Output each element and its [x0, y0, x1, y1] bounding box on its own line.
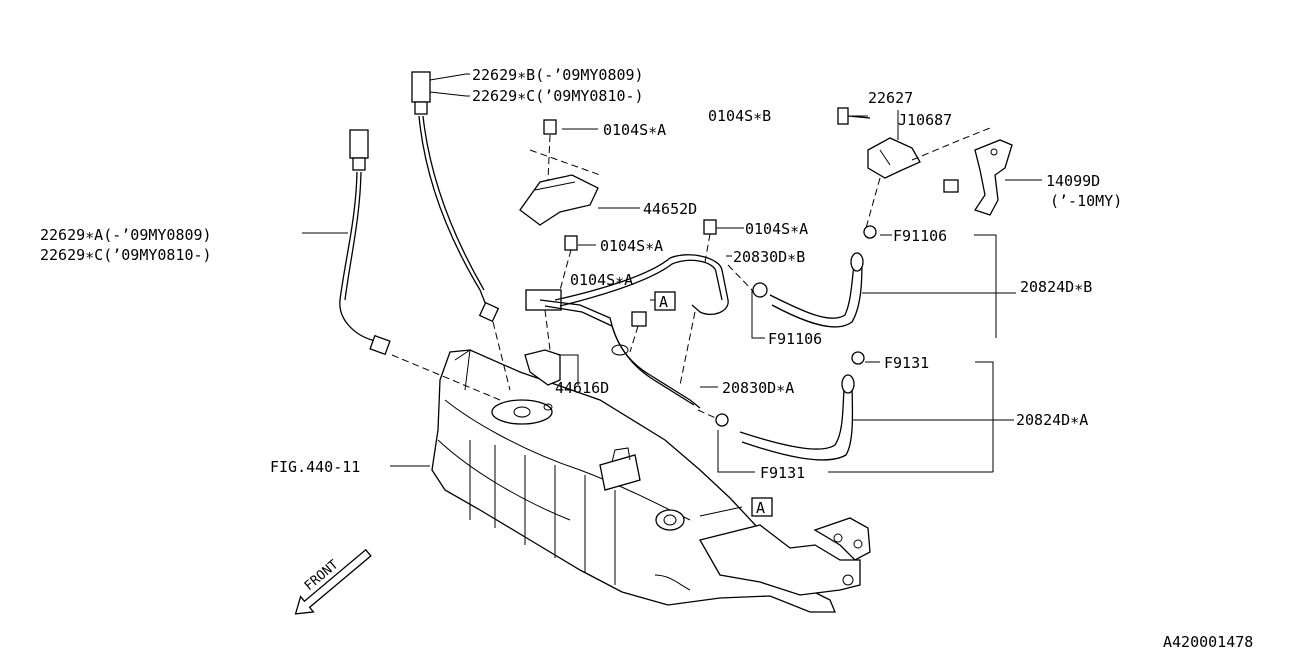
label-14099d-note: (’-10MY) — [1050, 192, 1122, 210]
bracket-44652d — [519, 119, 601, 226]
label-22629-c-top: 22629∗C(’09MY0810-) — [472, 87, 644, 105]
label-fig-ref: FIG.440-11 — [270, 458, 360, 476]
ref-a-2-label: A — [756, 499, 765, 517]
sensor-22627 — [837, 107, 991, 229]
label-20830d-b: 20830D∗B — [733, 248, 805, 266]
label-20830d-a: 20830D∗A — [722, 379, 794, 397]
label-j10687: J10687 — [898, 111, 952, 129]
label-22629-b: 22629∗B(-’09MY0809) — [472, 66, 644, 84]
hose-20824d-a — [715, 351, 865, 461]
label-0104s-a-mid2: 0104S∗A — [600, 237, 663, 255]
label-44652d: 44652D — [643, 200, 697, 218]
label-0104s-a-mid3: 0104S∗A — [570, 271, 633, 289]
label-f91106-top: F91106 — [893, 227, 947, 245]
label-f91106-bottom: F91106 — [768, 330, 822, 348]
sensor-22629-a — [339, 129, 501, 401]
label-20824d-a: 20824D∗A — [1016, 411, 1088, 429]
ref-box-a-2: A — [751, 497, 773, 517]
ref-box-a-1: A — [654, 291, 676, 311]
leader-lines — [302, 73, 1042, 517]
label-22627: 22627 — [868, 89, 913, 107]
front-arrow: FRONT — [294, 548, 372, 615]
muffler-assembly — [431, 348, 871, 613]
diagram-id: A420001478 — [1163, 633, 1253, 651]
pipe-20830d — [539, 254, 753, 421]
hose-20824d-b — [752, 225, 877, 328]
label-0104s-a-top: 0104S∗A — [603, 121, 666, 139]
bracket-44616d — [524, 289, 562, 386]
ref-a-1-label: A — [659, 293, 668, 311]
label-44616d: 44616D — [555, 379, 609, 397]
label-20824d-b: 20824D∗B — [1020, 278, 1092, 296]
label-0104s-a-mid1: 0104S∗A — [745, 220, 808, 238]
bracket-14099d — [943, 139, 1013, 216]
bolts — [559, 219, 717, 353]
sensor-22629-b — [411, 71, 511, 391]
label-0104s-b: 0104S∗B — [708, 107, 771, 125]
label-22629-c-bottom: 22629∗C(’09MY0810-) — [40, 246, 212, 264]
label-14099d: 14099D — [1046, 172, 1100, 190]
label-f9131-bottom: F9131 — [760, 464, 805, 482]
label-f9131-top: F9131 — [884, 354, 929, 372]
label-22629-a: 22629∗A(-’09MY0809) — [40, 226, 212, 244]
